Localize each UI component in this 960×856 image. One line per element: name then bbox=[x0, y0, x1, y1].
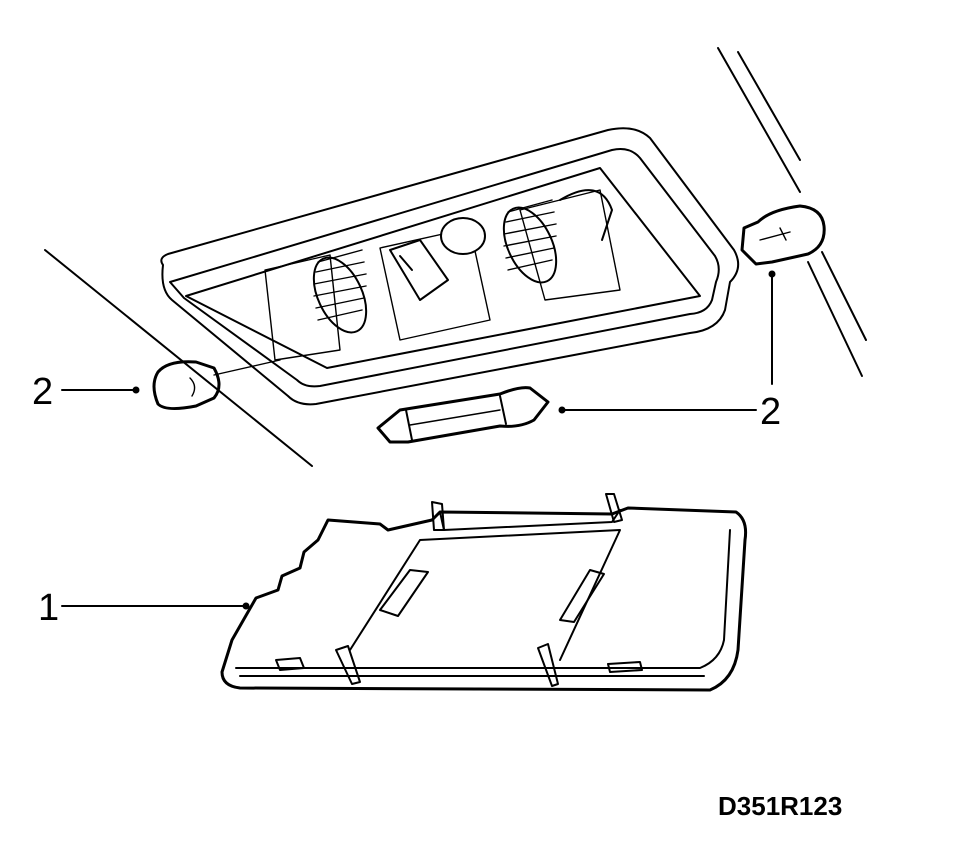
housing-bulb-socket bbox=[440, 217, 486, 255]
spring-coil-left bbox=[312, 249, 368, 334]
callout-label-bulb-left: 2 bbox=[32, 371, 53, 413]
callout-label-bulb-right: 2 bbox=[760, 391, 781, 433]
wedge-bulb-right bbox=[740, 204, 826, 266]
lamp-lens bbox=[220, 493, 748, 692]
wedge-bulb-left bbox=[152, 359, 281, 411]
spring-coil-right bbox=[502, 199, 558, 284]
callout-label-lens: 1 bbox=[38, 587, 59, 629]
callout-leaders bbox=[61, 270, 776, 610]
figure-reference-code: D351R123 bbox=[718, 791, 842, 821]
lamp-housing bbox=[160, 127, 740, 406]
roof-trim-lines bbox=[44, 47, 867, 467]
festoon-bulb bbox=[376, 386, 550, 444]
